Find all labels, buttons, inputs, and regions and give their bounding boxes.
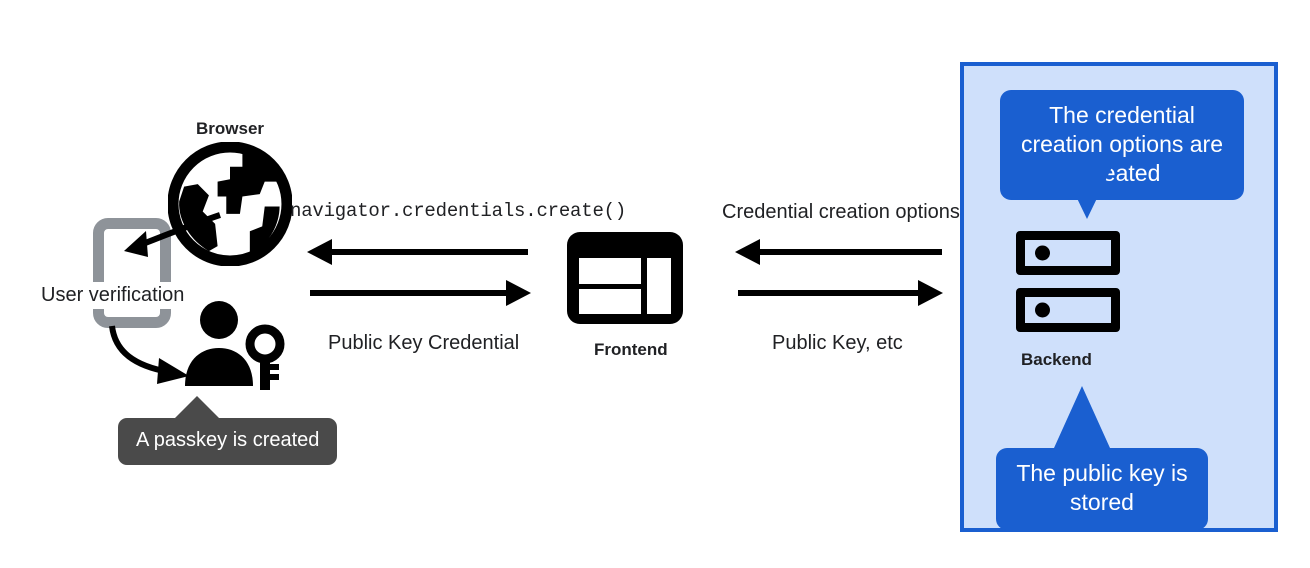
callout-credential-creation-options: The credential creation options are crea… [1000,90,1244,201]
globe-to-phone-arrow [124,212,221,257]
frontend-panel-top [579,258,641,284]
server-rack-lower-led [1035,302,1050,318]
passkey-tooltip-tail [175,396,219,418]
server-rack-lower [1016,288,1120,332]
browser-inbound-arrow-head [307,239,332,265]
person-with-key-icon [185,300,289,392]
backend-label: Backend [1021,350,1092,369]
backend-outbound-arrow-head [918,280,943,306]
public-key-credential-label: Public Key Credential [328,332,520,354]
backend-inbound-arrow-head [735,239,760,265]
navigator-credentials-create-label: navigator.credentials.create() [290,200,627,222]
globe-icon [167,141,293,267]
phone-to-person-arrow [109,325,189,384]
server-rack-upper-led [1035,245,1050,261]
frontend-panel-side [647,258,671,314]
public-key-etc-label: Public Key, etc [772,332,903,354]
credential-creation-options-label: Credential creation options [722,201,960,223]
frontend-panel-bottom [579,289,641,314]
browser-outbound-arrow-line [310,290,506,296]
backend-panel: The credential creation options are crea… [960,62,1278,532]
passkey-tooltip: A passkey is created [118,418,338,465]
browser-outbound-arrow-head [506,280,531,306]
callout-bottom-tail [1054,386,1110,448]
backend-outbound-arrow-line [738,290,918,296]
frontend-icon [567,232,683,324]
callout-top-tail [1060,163,1114,219]
callout-public-key-stored: The public key is stored [996,448,1208,530]
frontend-label: Frontend [594,340,668,359]
mobile-phone-icon [93,218,171,328]
backend-inbound-arrow-line [760,249,942,255]
browser-inbound-arrow-line [332,249,528,255]
server-rack-upper [1016,231,1120,275]
user-verification-label: User verification [39,282,187,309]
browser-label: Browser [196,119,265,138]
